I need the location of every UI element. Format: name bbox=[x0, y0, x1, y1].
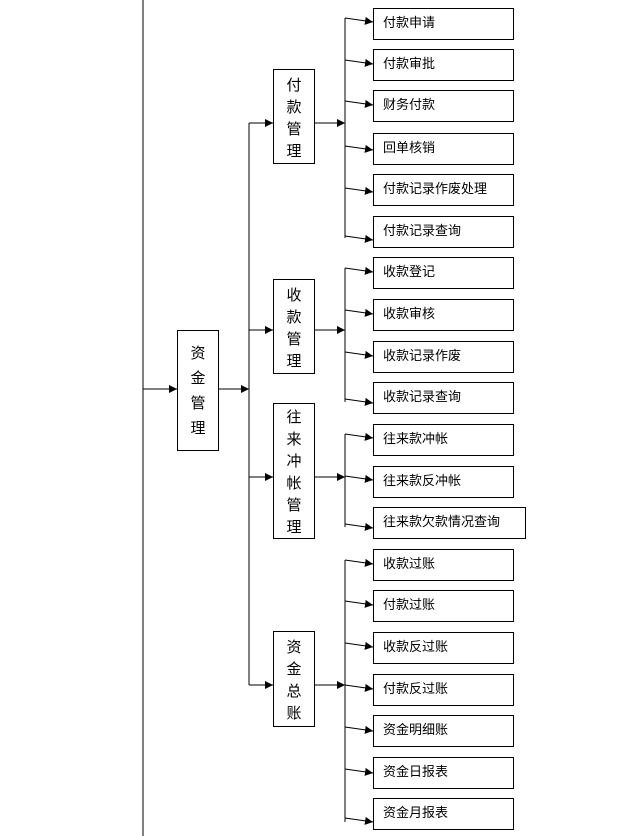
leaf-label: 往来款欠款情况查询 bbox=[383, 515, 501, 530]
root-label: 资金管理 bbox=[178, 341, 218, 441]
leaf-label: 收款记录作废 bbox=[383, 349, 462, 364]
label-char: 理 bbox=[286, 518, 302, 536]
label-char: 管 bbox=[286, 120, 302, 138]
label-char: 款 bbox=[286, 98, 302, 116]
leaf-label: 收款反过账 bbox=[383, 640, 449, 655]
group-label: 资金总账 bbox=[274, 636, 314, 724]
group-node-1: 付款管理 bbox=[273, 69, 315, 164]
leaf-label: 付款反过账 bbox=[383, 682, 449, 697]
leaf-node: 付款记录查询 bbox=[373, 216, 514, 248]
label-char: 金 bbox=[286, 660, 302, 678]
leaf-node: 收款记录作废 bbox=[373, 341, 514, 373]
label-char: 付 bbox=[286, 76, 302, 94]
label-char: 管 bbox=[286, 496, 302, 514]
leaf-node: 收款过账 bbox=[373, 549, 514, 581]
leaf-label: 收款过账 bbox=[383, 557, 436, 572]
leaf-label: 资金明细账 bbox=[383, 723, 449, 738]
label-char: 金 bbox=[190, 369, 206, 387]
leaf-label: 付款申请 bbox=[383, 16, 436, 31]
group-label: 往来冲帐管理 bbox=[274, 406, 314, 538]
label-char: 账 bbox=[286, 704, 302, 722]
leaf-node: 资金日报表 bbox=[373, 757, 514, 789]
leaf-label: 付款过账 bbox=[383, 598, 436, 613]
leaf-label: 收款记录查询 bbox=[383, 390, 462, 405]
leaf-node: 回单核销 bbox=[373, 133, 514, 165]
label-char: 理 bbox=[190, 419, 206, 437]
group-node-3: 往来冲帐管理 bbox=[273, 403, 315, 539]
leaf-label: 收款登记 bbox=[383, 265, 436, 280]
leaf-node: 财务付款 bbox=[373, 90, 514, 122]
leaf-label: 付款审批 bbox=[383, 57, 436, 72]
leaf-node: 往来款欠款情况查询 bbox=[373, 507, 526, 539]
leaf-node: 收款审核 bbox=[373, 299, 514, 331]
group-node-4: 资金总账 bbox=[273, 631, 315, 727]
leaf-label: 资金日报表 bbox=[383, 765, 449, 780]
group-label: 收款管理 bbox=[274, 284, 314, 372]
label-char: 款 bbox=[286, 308, 302, 326]
leaf-label: 付款记录查询 bbox=[383, 224, 462, 239]
leaf-label: 往来款冲帐 bbox=[383, 432, 449, 447]
group-node-2: 收款管理 bbox=[273, 279, 315, 374]
leaf-node: 往来款冲帐 bbox=[373, 424, 514, 456]
leaf-node: 付款过账 bbox=[373, 590, 514, 622]
root-node: 资金管理 bbox=[177, 330, 219, 451]
label-char: 冲 bbox=[286, 452, 302, 470]
leaf-node: 资金月报表 bbox=[373, 798, 514, 830]
leaf-node: 收款记录查询 bbox=[373, 382, 514, 414]
label-char: 资 bbox=[286, 638, 302, 656]
leaf-node: 付款记录作废处理 bbox=[373, 174, 514, 206]
leaf-label: 收款审核 bbox=[383, 307, 436, 322]
leaf-label: 回单核销 bbox=[383, 141, 436, 156]
leaf-node: 付款审批 bbox=[373, 49, 514, 81]
leaf-label: 付款记录作废处理 bbox=[383, 182, 488, 197]
leaf-label: 资金月报表 bbox=[383, 806, 449, 821]
label-char: 理 bbox=[286, 142, 302, 160]
leaf-node: 付款反过账 bbox=[373, 674, 514, 706]
leaf-node: 往来款反冲帐 bbox=[373, 466, 514, 498]
group-label: 付款管理 bbox=[274, 74, 314, 162]
label-char: 总 bbox=[286, 682, 302, 700]
label-char: 资 bbox=[190, 344, 206, 362]
leaf-node: 资金明细账 bbox=[373, 715, 514, 747]
label-char: 来 bbox=[286, 430, 302, 448]
label-char: 收 bbox=[286, 286, 302, 304]
leaf-node: 收款登记 bbox=[373, 257, 514, 289]
leaf-label: 财务付款 bbox=[383, 98, 436, 113]
label-char: 理 bbox=[286, 352, 302, 370]
leaf-node: 付款申请 bbox=[373, 8, 514, 40]
label-char: 管 bbox=[190, 394, 206, 412]
leaf-node: 收款反过账 bbox=[373, 632, 514, 664]
label-char: 管 bbox=[286, 330, 302, 348]
label-char: 往 bbox=[286, 408, 302, 426]
leaf-label: 往来款反冲帐 bbox=[383, 474, 462, 489]
label-char: 帐 bbox=[286, 474, 302, 492]
